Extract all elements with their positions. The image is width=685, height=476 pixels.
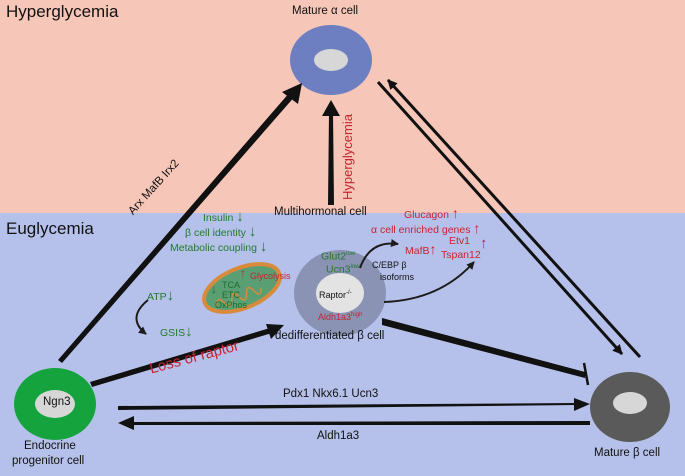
ucn3-label: Ucn3low [326,263,360,276]
mature-alpha-cell [290,25,372,95]
etv1-label: Etv1 [449,235,471,247]
inhibition-bar [582,362,590,386]
hyperglycemia-arrow-label: Hyperglycemia [340,114,355,200]
arrow-dediff-to-alpha-genes [383,261,475,303]
oxphos-label: OxPhos [215,300,248,310]
arrow-beta-to-progenitor-head [118,416,134,430]
multihormonal-label: Multihormonal cell [274,206,367,218]
arrow-beta-to-progenitor [132,421,590,425]
beta-identity-label: β cell identity ↓ [185,223,257,240]
etc-label: ETC [222,290,240,300]
tca-label: TCA [222,280,240,290]
arrow-alpha-to-beta [376,80,624,356]
tca-down-arrow: ↓ [211,282,217,296]
gsis-label: GSIS↓ [160,323,193,340]
alpha-enriched-genes-label: α cell enriched genes ↑ [371,220,481,236]
inhibition-dediff-to-beta [382,318,585,378]
glycolysis-up-arrow: ↑ [240,266,246,280]
dediff-label: dedifferentiated β cell [275,330,385,342]
arrow-progenitor-to-beta [118,403,576,410]
hyperglycemia-label: Hyperglycemia [6,2,119,21]
atp-label: ATP↓ [147,287,175,304]
raptor-label: Raptor-/- [319,290,352,300]
dedifferentiated-cell [294,250,386,336]
arrow-beta-to-alpha [386,78,642,359]
etv1-tspan12-up-arrow: ↑ [480,235,488,252]
mature-beta-label: Mature β cell [594,447,661,459]
arrow-loss-of-raptor [90,328,272,387]
progenitor-label-line2: progenitor cell [12,455,85,467]
aldh1a3-arrow-label: Aldh1a3 [317,430,360,442]
arrow-multihormonal-to-alpha [328,112,334,205]
aldh1a3-high-label: Aldh1a3high [318,312,363,322]
arrow-multihormonal-to-alpha-head [322,100,340,116]
euglycemia-label: Euglycemia [6,219,94,238]
tspan12-label: Tspan12 [441,249,481,261]
arrow-loss-of-raptor-head [266,324,284,339]
arrow-progenitor-to-alpha [58,92,296,363]
progenitor-label-line1: Endocrine [24,440,76,452]
insulin-label: Insulin ↓ [203,208,244,225]
arrow-dediff-to-mafb [359,239,399,269]
arrow-atp-to-gsis [135,299,149,335]
mitochondrion [202,262,282,314]
glut2-label: Glut2low [321,250,356,263]
pdx1-nkx6-ucn3-label: Pdx1 Nkx6.1 Ucn3 [283,388,379,400]
glucagon-label: Glucagon ↑ [404,205,459,221]
cebp-label-line2: isoforms [380,272,415,282]
mature-alpha-label: Mature α cell [292,5,359,17]
metabolic-coupling-label: Metabolic coupling ↓ [170,238,268,255]
cebp-label-line1: C/EBP β [372,260,407,270]
mafb-label: MafB↑ [405,241,437,257]
progenitor-cell [14,368,96,440]
arrow-progenitor-to-alpha-head [282,83,302,104]
arrow-progenitor-to-beta-head [574,398,590,411]
mature-beta-cell [590,372,670,442]
glycolysis-label: Glycolysis [250,271,291,281]
ngn3-label: Ngn3 [43,396,71,408]
